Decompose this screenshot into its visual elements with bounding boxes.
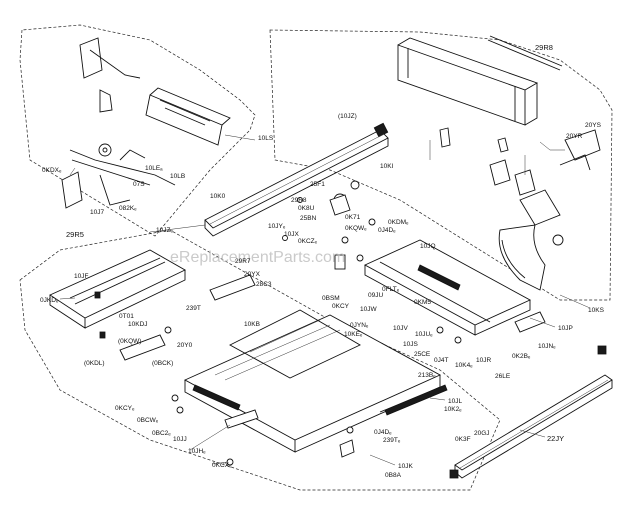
label-10JH: 10JHₑ	[188, 448, 206, 455]
label-0KDL: (0KDL)	[84, 360, 105, 367]
label-10JZ-top: (10JZ)	[338, 113, 357, 120]
blade-guard-icon	[489, 129, 601, 291]
label-0BC2: 0BC2ₑ	[152, 430, 171, 437]
label-10JL: 10JL	[448, 398, 462, 405]
label-25BN: 25BN	[300, 215, 317, 222]
hardware-parts	[119, 127, 565, 466]
label-0K3F: 0K3F	[455, 436, 471, 443]
group-outline-upper-left	[19, 24, 256, 237]
label-29R5: 29R5	[66, 230, 84, 239]
label-10JS: 10JS	[403, 341, 418, 348]
miter-gauge-assembly	[61, 37, 231, 209]
fence-rail-icon	[397, 35, 563, 126]
label-0J4T: 0J4T	[434, 357, 448, 364]
label-29R8b: 29R8	[291, 197, 307, 204]
label-10LB: 10LB	[170, 173, 185, 180]
label-10JK: 10JK	[398, 463, 413, 470]
label-0J4D-mid: 0J4Dₑ	[374, 429, 392, 436]
label-10KI: 10KI	[380, 163, 394, 170]
label-20Y0: 20Y0	[177, 342, 193, 349]
watermark: eReplacementParts.com	[170, 249, 345, 266]
label-10JR: 10JR	[476, 357, 491, 364]
label-20YS: 20YS	[585, 122, 602, 129]
label-0KCX: 0KCXₑ	[212, 462, 232, 469]
label-10LS: 10LS	[258, 135, 274, 142]
label-0T01: 0T01	[119, 313, 134, 320]
label-10JQ: 10JQ	[420, 243, 436, 250]
label-10LE: 10LEₐ	[145, 165, 163, 172]
label-0BCW: 0BCWₑ	[137, 417, 159, 424]
label-0KCY: 0KCY	[332, 303, 350, 310]
label-07S: 07S	[133, 181, 145, 188]
label-082K: 082Kₑ	[119, 205, 137, 212]
label-22JY: 22JY	[547, 434, 564, 443]
label-10K2: 10K2ₑ	[444, 406, 462, 413]
label-213B: 213Bₑ	[418, 372, 436, 379]
label-239T: 239T	[186, 305, 201, 312]
label-10KS: 10KS	[588, 307, 605, 314]
label-0KQW-p: (0KQW)	[118, 338, 141, 345]
label-26LE: 26LE	[495, 373, 511, 380]
rear-rail-22JY	[449, 345, 613, 479]
label-10KDJ: 10KDJ	[128, 321, 148, 328]
label-0KDX: 0KDXₑ	[42, 167, 62, 174]
label-0KM5: 0KM5	[414, 299, 431, 306]
label-10K0: 10K0	[210, 193, 226, 200]
label-0JKD: 0JKDₑ	[40, 297, 59, 304]
label-20GJ: 20GJ	[474, 430, 490, 437]
label-0KCYe: 0KCYₑ	[115, 405, 135, 412]
label-0B8A: 0B8A	[385, 472, 402, 479]
label-10JZe: 10JZₑ	[156, 227, 173, 234]
label-0KQW: 0KQWₑ	[345, 225, 367, 232]
label-0FLT: 0FLTₑ	[382, 286, 400, 293]
label-0K71: 0K71	[345, 214, 361, 221]
label-10JJ: 10JJ	[173, 436, 187, 443]
label-10KB: 10KB	[244, 321, 260, 328]
label-28C3: 28C3	[256, 281, 272, 288]
label-10JP: 10JP	[558, 325, 573, 332]
label-10JU: 10JUₑ	[415, 331, 433, 338]
label-0K8U: 0K8U	[298, 205, 315, 212]
part-labels: (10JZ) 29R8 20YS 20YR 10LS 10LB 10LEₐ 07…	[40, 43, 605, 479]
label-0KDM: 0KDMₑ	[388, 219, 409, 226]
label-0BCK: (0BCK)	[152, 360, 173, 367]
label-0KCZ: 0KCZₑ	[298, 238, 318, 245]
saw-table-top-icon	[183, 309, 442, 453]
leader-lines	[59, 134, 591, 466]
label-25F1: 25F1	[310, 181, 325, 188]
label-0BSM: 0BSM	[322, 295, 340, 302]
label-09JU: 09JU	[368, 292, 383, 299]
label-10K4: 10K4ₑ	[455, 362, 473, 369]
label-10JF: 10JF	[74, 273, 88, 280]
label-20YR: 20YR	[566, 133, 583, 140]
label-10JN: 10JNₑ	[538, 343, 556, 350]
label-29R7: 29R7	[235, 258, 251, 265]
label-10JX: 10JX	[284, 231, 299, 238]
side-rail-10KS	[363, 239, 532, 336]
label-239Te: 239Tₑ	[383, 437, 401, 444]
label-20YX: 20YX	[244, 271, 261, 278]
label-0J4D: 0J4Dₑ	[378, 227, 396, 234]
bar-10JL	[379, 384, 448, 416]
label-25CE: 25CE	[414, 351, 431, 358]
label-29R8: 29R8	[535, 43, 553, 52]
label-10KE: 10KEₑ	[344, 331, 363, 338]
label-10JV: 10JV	[393, 325, 408, 332]
label-10JW: 10JW	[360, 306, 377, 313]
label-0JYN: 0JYNₑ	[350, 322, 369, 329]
label-10J7: 10J7	[90, 209, 104, 216]
front-rail-10K0	[204, 122, 389, 237]
extension-wing-left	[49, 249, 186, 339]
label-10JYe: 10JYₑ	[268, 223, 286, 230]
label-0K2B: 0K2Bₑ	[512, 353, 531, 360]
